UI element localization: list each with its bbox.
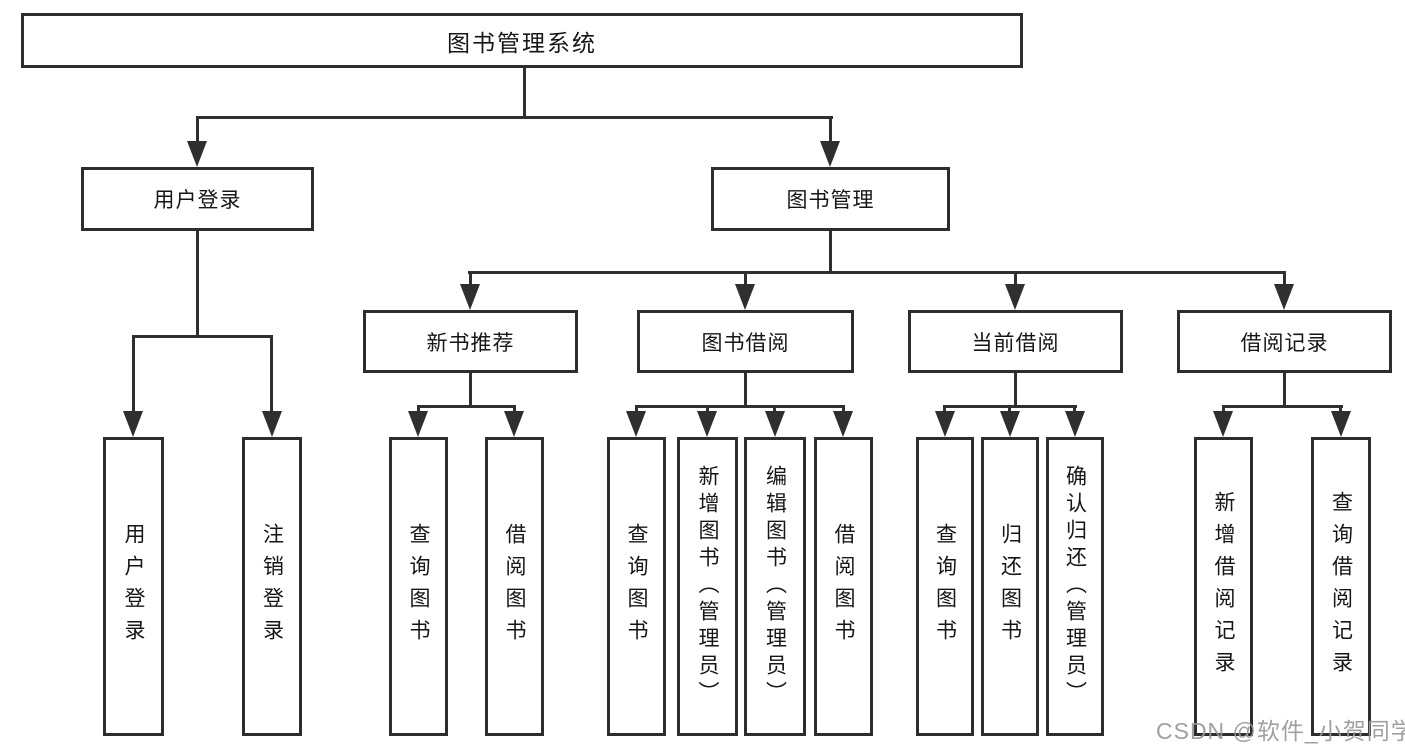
arrow-down-icon xyxy=(1000,411,1020,437)
arrow-down-icon xyxy=(626,411,646,437)
leaf-query-books-borrow: 查询图书 xyxy=(607,437,666,736)
connector-current-trunk xyxy=(1014,373,1017,408)
leaf-label: 查询图书 xyxy=(625,522,648,651)
node-label: 借阅记录 xyxy=(1240,331,1329,355)
connector-stem xyxy=(943,405,946,413)
connector-borrow-trunk xyxy=(744,373,747,408)
watermark: CSDN @软件_小贺同学 xyxy=(1156,718,1405,744)
node-borrowing-records: 借阅记录 xyxy=(1177,310,1392,373)
arrow-down-icon xyxy=(1065,411,1085,437)
leaf-add-borrow-record: 新增借阅记录 xyxy=(1194,437,1253,736)
arrow-down-icon xyxy=(1213,411,1233,437)
connector-stem xyxy=(706,405,709,413)
connector-stem xyxy=(270,335,273,411)
connector-stem xyxy=(1014,271,1017,284)
node-book-borrowing: 图书借阅 xyxy=(637,310,854,373)
connector-stem xyxy=(1222,405,1225,413)
arrow-down-icon xyxy=(504,411,524,437)
leaf-label: 确认归还（管理员） xyxy=(1063,465,1087,708)
connector-user-hline xyxy=(132,335,273,338)
leaf-label: 查询图书 xyxy=(407,522,430,651)
leaf-label: 新增借阅记录 xyxy=(1212,490,1235,683)
connector-recommend-trunk xyxy=(469,373,472,408)
connector-stem xyxy=(744,271,747,284)
node-book-management: 图书管理 xyxy=(711,167,950,231)
connector-stem xyxy=(469,271,472,284)
leaf-logout: 注销登录 xyxy=(242,437,302,736)
leaf-label: 借阅图书 xyxy=(832,522,855,651)
connector-borrow-hline xyxy=(635,405,845,408)
node-label: 图书管理 xyxy=(786,189,875,212)
connector-root-trunk xyxy=(523,68,526,116)
node-new-book-recommendation: 新书推荐 xyxy=(363,310,578,373)
connector-stem xyxy=(1008,405,1011,413)
leaf-label: 新增图书（管理员） xyxy=(696,465,719,708)
arrow-down-icon xyxy=(123,411,143,437)
connector-stem xyxy=(1339,405,1342,413)
arrow-down-icon xyxy=(1331,411,1351,437)
node-root-label: 图书管理系统 xyxy=(447,29,597,56)
connector-stem xyxy=(417,405,420,413)
leaf-label: 用户登录 xyxy=(122,522,145,651)
arrow-down-icon xyxy=(262,411,282,437)
connector-level3-hline xyxy=(468,271,1286,274)
connector-recommend-hline xyxy=(417,405,516,408)
node-label: 用户登录 xyxy=(153,189,242,212)
leaf-label: 注销登录 xyxy=(260,522,284,651)
node-label: 图书借阅 xyxy=(701,331,790,355)
node-label: 新书推荐 xyxy=(426,331,515,355)
connector-stem xyxy=(773,405,776,413)
connector-stem xyxy=(635,405,638,413)
connector-user-trunk xyxy=(196,231,199,335)
node-user-login: 用户登录 xyxy=(81,167,314,231)
connector-records-hline xyxy=(1222,405,1343,408)
node-label: 当前借阅 xyxy=(971,331,1060,355)
arrow-down-icon xyxy=(697,411,717,437)
arrow-down-icon xyxy=(408,411,428,437)
connector-stem xyxy=(842,405,845,413)
leaf-borrow-books-borrow: 借阅图书 xyxy=(814,437,873,736)
connector-stem xyxy=(513,405,516,413)
arrow-down-icon xyxy=(460,284,480,310)
node-current-borrowing: 当前借阅 xyxy=(908,310,1123,373)
arrow-down-icon xyxy=(935,411,955,437)
arrow-down-icon xyxy=(1005,284,1025,310)
arrow-down-icon xyxy=(1274,284,1294,310)
leaf-query-borrow-record: 查询借阅记录 xyxy=(1311,437,1371,736)
arrow-down-icon xyxy=(820,141,840,167)
leaf-borrow-books-recommend: 借阅图书 xyxy=(485,437,544,736)
leaf-confirm-return-admin: 确认归还（管理员） xyxy=(1046,437,1104,736)
leaf-add-books-admin: 新增图书（管理员） xyxy=(677,437,738,736)
connector-level1-hline xyxy=(196,116,833,119)
connector-stem xyxy=(132,335,135,411)
arrow-down-icon xyxy=(187,141,207,167)
node-root: 图书管理系统 xyxy=(21,13,1023,68)
arrow-down-icon xyxy=(735,284,755,310)
leaf-query-books-current: 查询图书 xyxy=(916,437,974,736)
connector-records-trunk xyxy=(1283,373,1286,408)
leaf-user-login: 用户登录 xyxy=(103,437,164,736)
leaf-query-books-recommend: 查询图书 xyxy=(389,437,448,736)
leaf-edit-books-admin: 编辑图书（管理员） xyxy=(744,437,806,736)
leaf-label: 查询图书 xyxy=(933,522,957,651)
leaf-label: 归还图书 xyxy=(998,522,1022,651)
arrow-down-icon xyxy=(833,411,853,437)
connector-stem xyxy=(829,116,832,141)
connector-stem xyxy=(1283,271,1286,284)
connector-stem xyxy=(196,116,199,141)
leaf-label: 借阅图书 xyxy=(503,522,526,651)
leaf-label: 查询借阅记录 xyxy=(1329,490,1353,683)
leaf-return-books: 归还图书 xyxy=(981,437,1039,736)
connector-management-trunk xyxy=(829,231,832,274)
connector-stem xyxy=(1073,405,1076,413)
arrow-down-icon xyxy=(765,411,785,437)
leaf-label: 编辑图书（管理员） xyxy=(763,465,787,708)
